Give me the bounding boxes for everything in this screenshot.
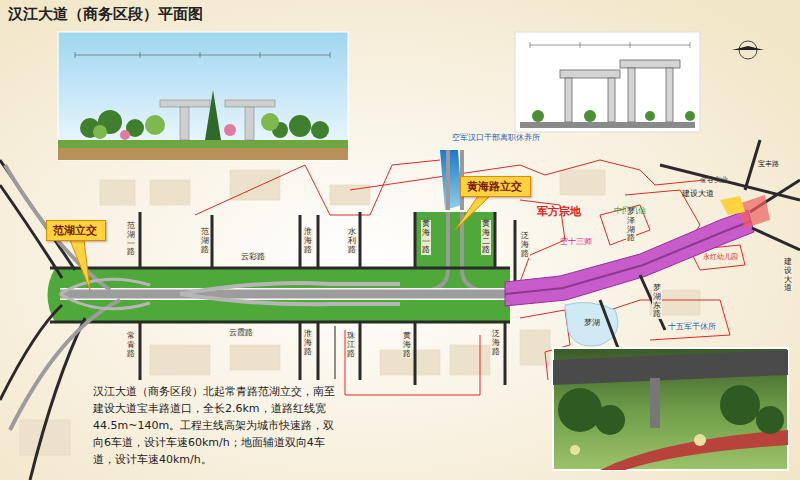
viaduct xyxy=(60,290,510,299)
place-label: 十五军干休所 xyxy=(668,322,716,331)
road xyxy=(50,212,515,385)
place-label: 空十三师 xyxy=(560,237,592,246)
road-label: 建设大道 xyxy=(783,258,793,293)
road-label: 泛海路 xyxy=(491,330,501,356)
road-label: 淮海路 xyxy=(303,228,313,254)
park-photo xyxy=(553,348,788,470)
road-label: 黄海路 xyxy=(402,332,412,358)
place-label: 宝丰路 xyxy=(758,160,779,168)
road-label: 梦泽湖路 xyxy=(626,208,636,243)
project-caption: 汉江大道（商务区段）北起常青路范湖立交，南至建设大道宝丰路道口，全长2.6km，… xyxy=(93,383,343,468)
road-label: 黄海二路 xyxy=(481,220,491,255)
road-label: 黄海一路 xyxy=(421,220,431,255)
callout-text: 黄海路立交 xyxy=(467,179,524,194)
place-label: 建设大道 xyxy=(682,190,714,199)
place-label: 梦湖 xyxy=(584,318,600,327)
place-label: 金谷实业 xyxy=(700,176,728,184)
road-label: 云霞路 xyxy=(228,328,254,337)
interchange-green xyxy=(415,212,495,270)
north-arrow xyxy=(732,41,764,59)
place-label: 军方宗地 xyxy=(537,206,581,219)
section-inset xyxy=(58,32,348,160)
road-label: 范湖路 xyxy=(200,228,210,254)
callout-box: 黄海路立交 xyxy=(460,176,531,197)
section-inset xyxy=(515,32,700,132)
callout-text: 范湖立交 xyxy=(53,223,99,238)
place-label: 永红幼儿园 xyxy=(703,253,738,261)
ramp xyxy=(420,150,490,292)
road xyxy=(600,140,800,380)
place-label: 空军汉口干部离职休养所 xyxy=(452,134,540,143)
road-label: 淮海路 xyxy=(303,330,313,356)
road-label: 泛海路 xyxy=(520,232,530,258)
map-title: 汉江大道（商务区段）平面图 xyxy=(8,5,203,24)
road-label: 水利路 xyxy=(347,228,357,254)
callout-pointer xyxy=(70,240,90,290)
leader-line xyxy=(335,326,336,379)
road-label: 云彩路 xyxy=(240,252,266,261)
water-channel xyxy=(440,150,462,210)
road-label: 梦湖东路 xyxy=(652,284,662,319)
callout-box: 范湖立交 xyxy=(46,220,106,241)
green-corridor xyxy=(48,268,511,322)
road-label: 范湖一路 xyxy=(126,222,136,257)
road-label: 珠江路 xyxy=(346,332,356,358)
road-label: 常青路 xyxy=(126,332,136,358)
